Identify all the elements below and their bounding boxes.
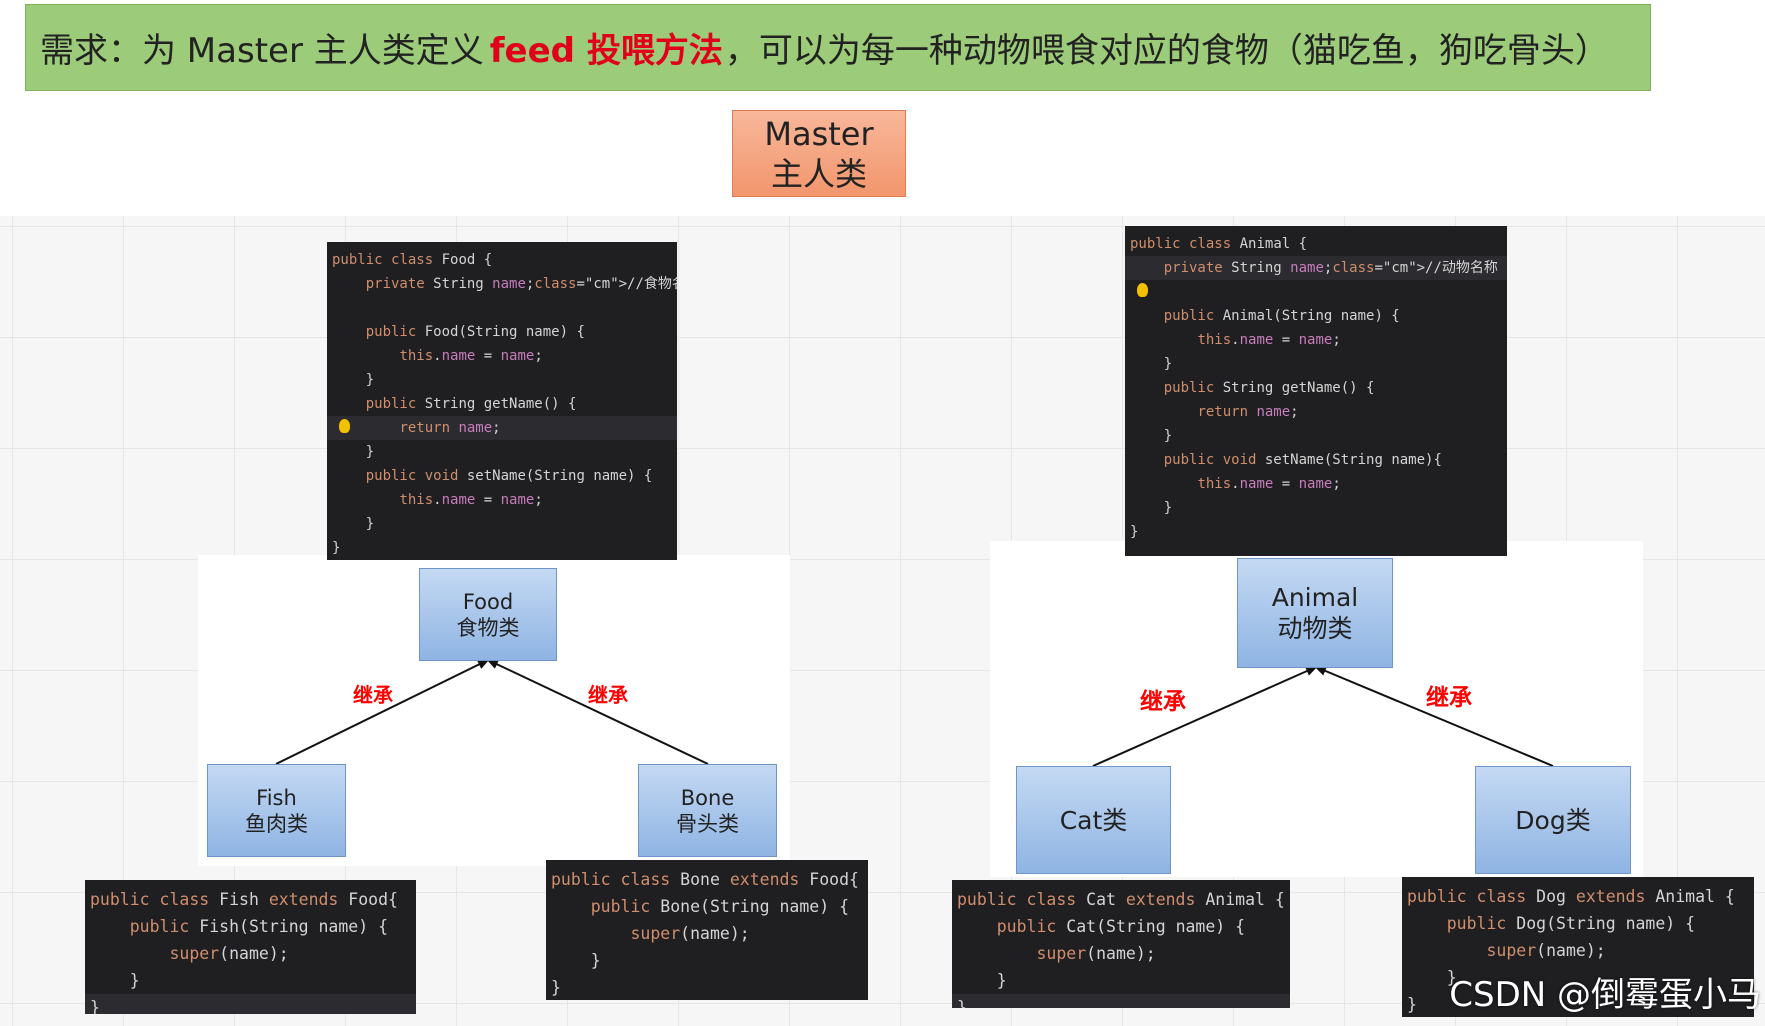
code-line: this.name = name; xyxy=(1197,332,1341,348)
code-line: } xyxy=(952,994,1290,1008)
code-line: public Dog(String name) { xyxy=(1446,914,1696,933)
code-line: super(name); xyxy=(1036,944,1156,963)
code-line: public String getName() { xyxy=(365,396,577,412)
code-line: public class Dog extends Animal { xyxy=(1407,887,1735,906)
requirement-highlight: feed 投喂方法 xyxy=(489,31,723,71)
requirement-banner: 需求：为 Master 主人类定义 feed 投喂方法，可以为每一种动物喂食对应… xyxy=(25,4,1651,91)
code-line: private String name;class="cm">//动物名称 xyxy=(1125,256,1507,280)
food-class-cn: 食物类 xyxy=(456,615,520,640)
fish-inherit-label: 继承 xyxy=(353,683,393,707)
code-line: } xyxy=(332,444,375,460)
code-line: public void setName(String name) { xyxy=(365,468,653,484)
animal-code-block: public class Animal { private String nam… xyxy=(1125,226,1507,556)
code-line: } xyxy=(1130,524,1139,540)
cat-to-animal-arrow xyxy=(1092,666,1318,767)
code-line: this.name = name; xyxy=(1197,476,1341,492)
requirement-prefix: 需求：为 Master 主人类定义 xyxy=(40,31,484,71)
code-line: } xyxy=(332,540,341,556)
cat-class-name: Cat类 xyxy=(1059,805,1128,835)
master-name: Master xyxy=(764,114,874,153)
fish-to-food-arrow xyxy=(275,659,490,765)
code-line: public class Cat extends Animal { xyxy=(957,890,1285,909)
code-line: this.name = name; xyxy=(399,492,543,508)
dog-to-animal-arrow xyxy=(1314,666,1554,767)
dog-inherit-label: 继承 xyxy=(1426,685,1472,711)
bone-code-block: public class Bone extends Food{ public B… xyxy=(546,860,868,1000)
dog-class-name: Dog类 xyxy=(1515,805,1591,835)
dog-class-box: Dog类 xyxy=(1475,766,1631,874)
bone-inherit-label: 继承 xyxy=(588,683,628,707)
lightbulb-icon xyxy=(1137,283,1148,297)
code-line: } xyxy=(1130,428,1173,444)
bone-class-name: Bone xyxy=(680,785,735,810)
code-line: super(name); xyxy=(1486,941,1606,960)
code-line: } xyxy=(957,971,1007,990)
fish-class-name: Fish xyxy=(256,785,297,810)
code-line: } xyxy=(551,978,561,997)
code-line: public Bone(String name) { xyxy=(590,897,850,916)
code-line: public String getName() { xyxy=(1163,380,1375,396)
code-line: } xyxy=(1130,356,1173,372)
food-class-name: Food xyxy=(462,589,514,614)
code-line: public class Food { xyxy=(332,252,493,268)
fish-class-cn: 鱼肉类 xyxy=(245,811,308,836)
code-line: } xyxy=(90,971,140,990)
master-class-box: Master 主人类 xyxy=(732,110,906,197)
code-line: public void setName(String name){ xyxy=(1163,452,1442,468)
animal-class-cn: 动物类 xyxy=(1277,614,1353,643)
code-line: } xyxy=(1130,500,1173,516)
code-line: this.name = name; xyxy=(399,348,543,364)
code-line: } xyxy=(332,372,375,388)
bone-class-cn: 骨头类 xyxy=(676,811,739,836)
animal-class-box: Animal 动物类 xyxy=(1237,558,1393,668)
food-code-block: public class Food { private String name;… xyxy=(327,242,677,560)
cat-class-box: Cat类 xyxy=(1016,766,1171,874)
code-line: } xyxy=(332,516,375,532)
code-line: public class Fish extends Food{ xyxy=(90,890,398,909)
lightbulb-icon xyxy=(339,419,350,433)
watermark: CSDN @倒霉蛋小马 xyxy=(1449,975,1761,1015)
code-line: return name; xyxy=(327,416,677,440)
dog-code-block: public class Dog extends Animal { public… xyxy=(1402,877,1754,1017)
animal-class-name: Animal xyxy=(1271,583,1359,612)
code-line: public Cat(String name) { xyxy=(996,917,1246,936)
food-class-box: Food 食物类 xyxy=(419,568,557,661)
code-line: public class Animal { xyxy=(1130,236,1308,252)
code-line: return name; xyxy=(1197,404,1299,420)
requirement-suffix: ，可以为每一种动物喂食对应的食物（猫吃鱼，狗吃骨头） xyxy=(724,31,1609,71)
code-line: } xyxy=(85,994,416,1014)
code-line xyxy=(1125,280,1507,304)
code-line: } xyxy=(551,951,601,970)
cat-inherit-label: 继承 xyxy=(1140,689,1186,715)
code-line: } xyxy=(1407,968,1457,987)
code-line: private String name;class="cm">//食物名称 xyxy=(365,276,677,292)
master-cn-name: 主人类 xyxy=(770,154,867,193)
code-line xyxy=(327,296,677,320)
code-line: public Food(String name) { xyxy=(365,324,585,340)
code-line: super(name); xyxy=(169,944,289,963)
code-line: public class Bone extends Food{ xyxy=(551,870,859,889)
code-line: public Fish(String name) { xyxy=(129,917,389,936)
fish-class-box: Fish 鱼肉类 xyxy=(207,764,346,857)
bone-class-box: Bone 骨头类 xyxy=(638,764,777,857)
cat-code-block: public class Cat extends Animal { public… xyxy=(952,880,1290,1008)
code-line: super(name); xyxy=(630,924,750,943)
code-line: public Animal(String name) { xyxy=(1163,308,1400,324)
fish-code-block: public class Fish extends Food{ public F… xyxy=(85,880,416,1014)
bone-to-food-arrow xyxy=(486,659,709,765)
code-line: } xyxy=(1407,995,1417,1014)
